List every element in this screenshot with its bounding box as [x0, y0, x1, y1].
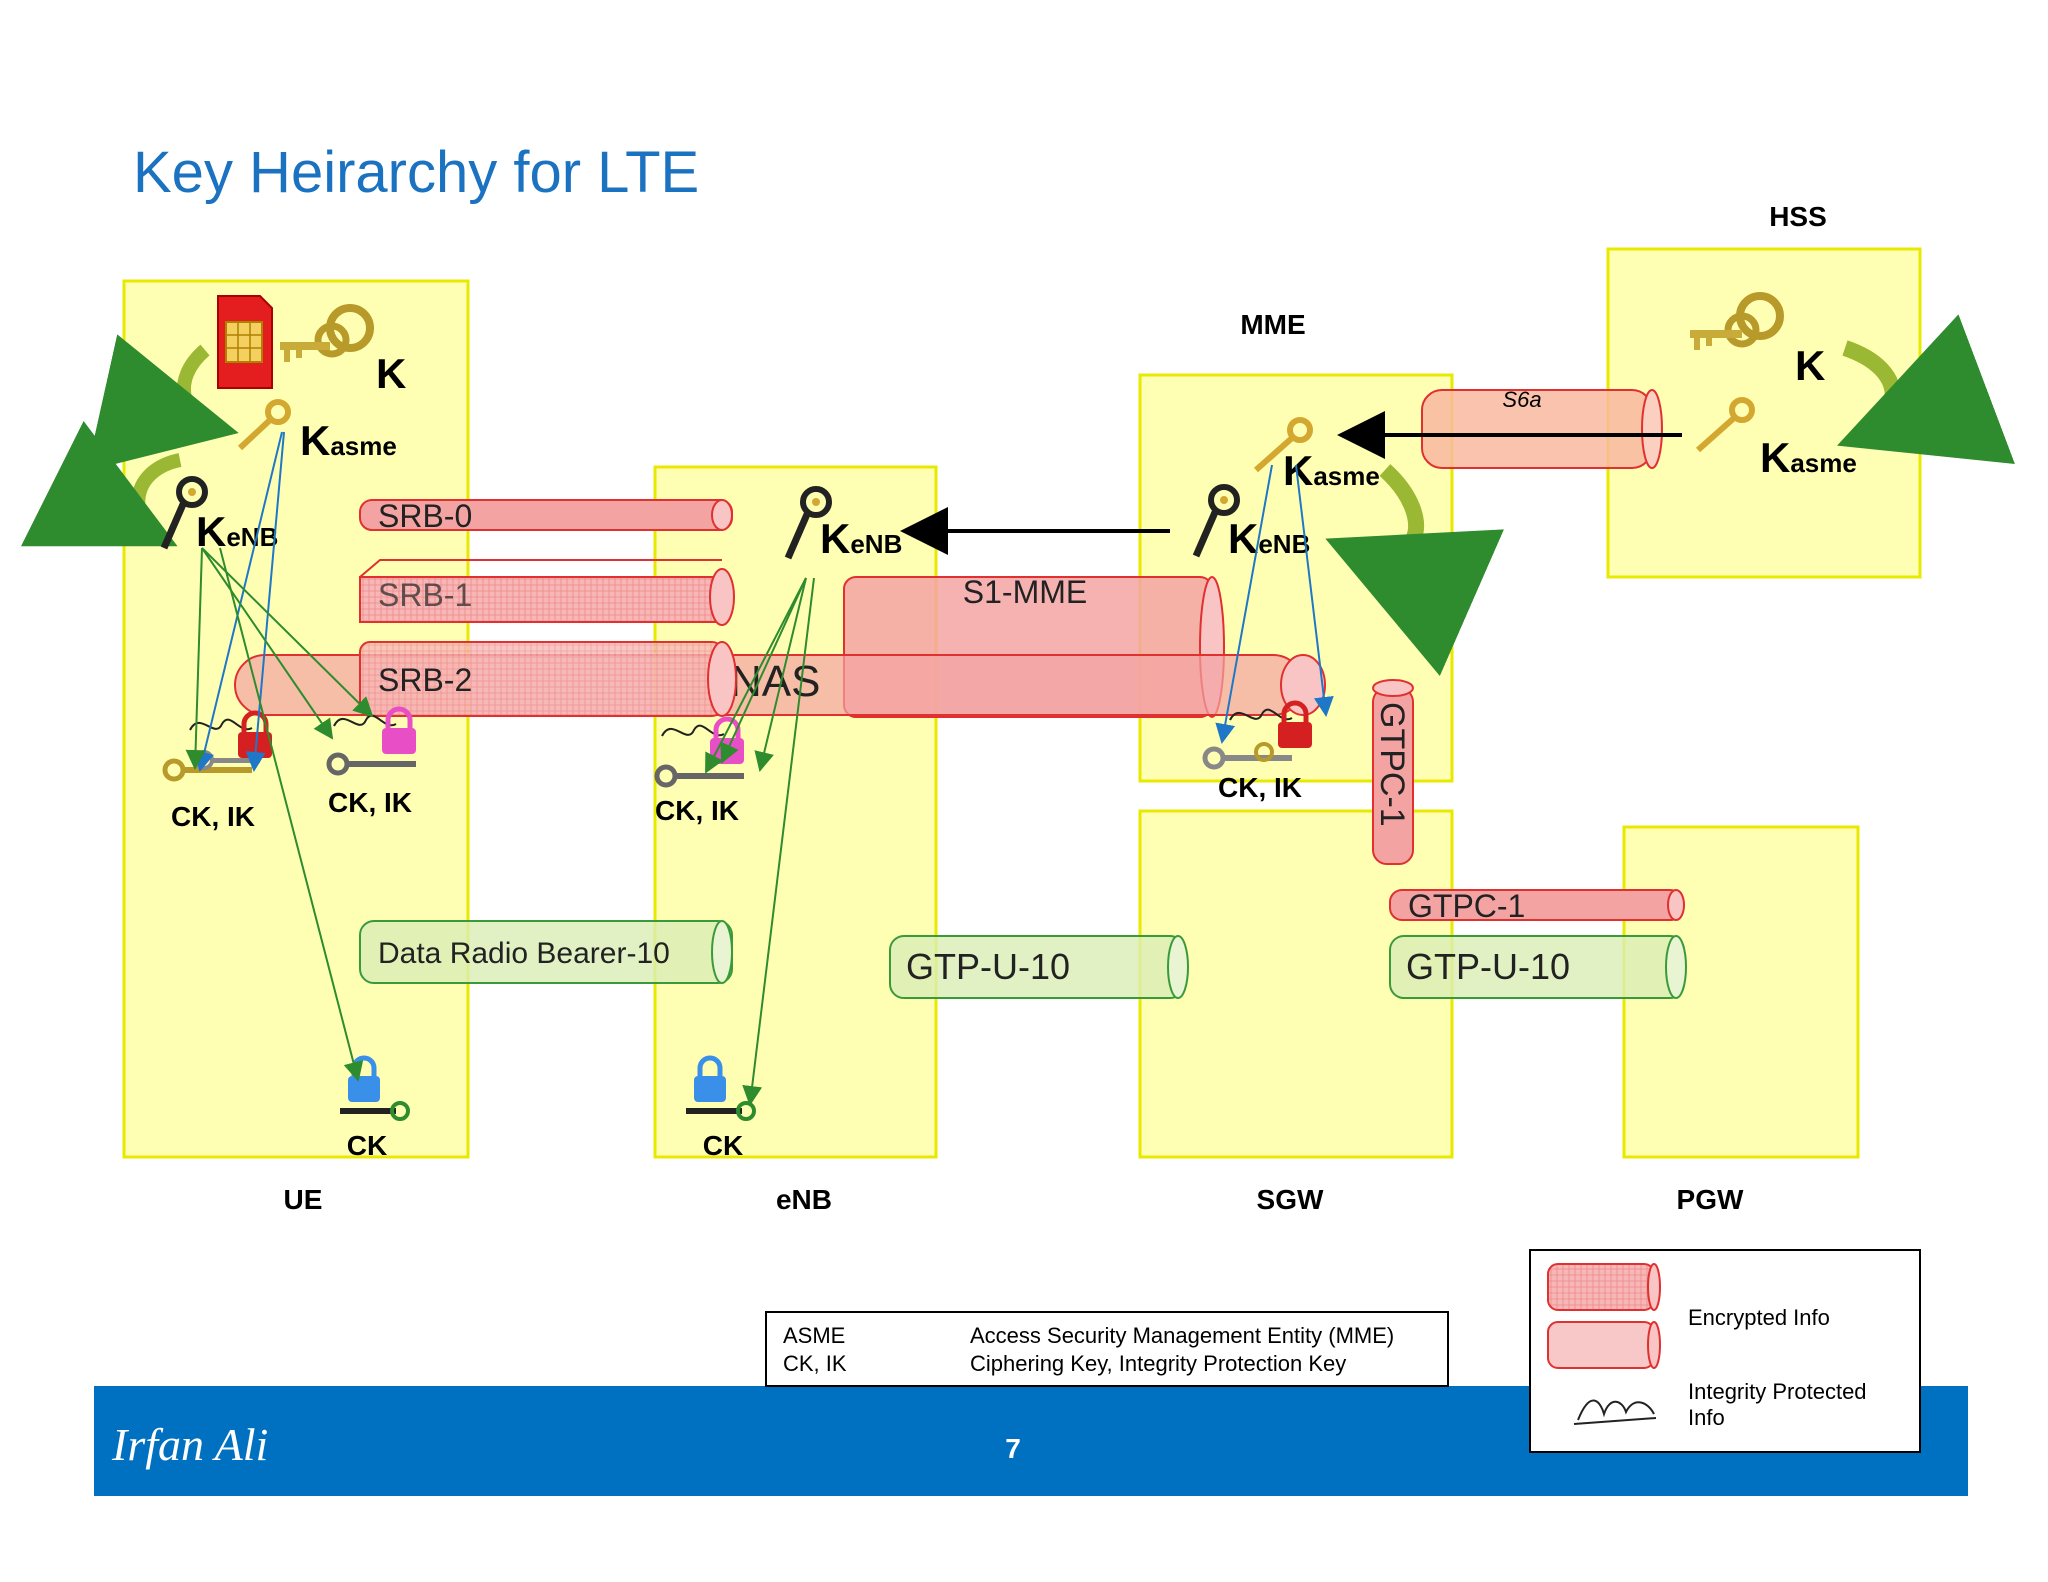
ck-lock-icon [340, 1055, 410, 1121]
green-derive-arrow-icon [754, 577, 807, 772]
glossary-definition: Ciphering Key, Integrity Protection Key [970, 1351, 1346, 1376]
page-number: 7 [1005, 1433, 1021, 1464]
gold-key-icon [280, 304, 374, 362]
srb2-label: SRB-2 [378, 662, 472, 698]
ck-ik-lock-icon [1202, 700, 1312, 770]
enb-ck-ik-label: CK, IK [655, 795, 739, 826]
kenb-key-icon [1192, 484, 1240, 558]
ck-lock-icon [686, 1055, 756, 1121]
ue-label: UE [284, 1184, 323, 1215]
s1-mme-label: S1-MME [963, 574, 1087, 610]
legend-plain-swatch [1547, 1321, 1661, 1369]
mme-ck-ik-label: CK, IK [1218, 772, 1302, 803]
kasme-key-icon [1696, 397, 1755, 453]
green-derive-arrow-icon [219, 547, 364, 1082]
kasme-key-icon [237, 399, 291, 451]
srb1-tunnel: SRB-1 [359, 559, 735, 626]
derive-arrow-icon [1837, 314, 2015, 464]
legend-integrity-label-2: Info [1688, 1405, 1725, 1430]
blue-derive-arrow-icon [1295, 464, 1334, 717]
derive-arrow-icon [1325, 464, 1504, 676]
gold-key-icon [1690, 292, 1784, 350]
gtpu10-sgw-label: GTP-U-10 [1406, 946, 1570, 987]
legend-integrity-label: Integrity Protected [1688, 1379, 1867, 1404]
derive-arrow-icon [86, 334, 239, 471]
gtpu10-enb-tunnel: GTP-U-10 [889, 935, 1189, 999]
pgw-label: PGW [1677, 1184, 1744, 1215]
glossary-term: CK, IK [783, 1351, 847, 1376]
enb-kenb-label: KeNB [820, 515, 902, 562]
gtpu10-enb-label: GTP-U-10 [906, 946, 1070, 987]
s6a-tunnel: S6a [1421, 387, 1663, 469]
blue-derive-arrow-icon [1215, 464, 1273, 744]
green-derive-arrow-icon [742, 577, 815, 1106]
ue-k-label: K [376, 350, 406, 397]
hss-kasme-label: Kasme [1760, 434, 1857, 481]
glossary-definition: Access Security Management Entity (MME) [970, 1323, 1394, 1348]
gtpc1-vertical-tunnel: GTPC-1 [1372, 679, 1414, 865]
glossary-term: ASME [783, 1323, 845, 1348]
glossary-box: ASME Access Security Management Entity (… [765, 1311, 1449, 1387]
page-title: Key Heirarchy for LTE [133, 140, 699, 205]
sgw-label: SGW [1257, 1184, 1324, 1215]
gtpu10-sgw-tunnel: GTP-U-10 [1389, 935, 1687, 999]
s6a-label: S6a [1502, 387, 1541, 412]
enb-ck-label: CK [703, 1130, 743, 1161]
legend-box: Encrypted Info Integrity Protected Info [1529, 1249, 1921, 1453]
gtpc1-vertical-label: GTPC-1 [1373, 702, 1411, 827]
kenb-key-icon [160, 476, 208, 550]
enb-label: eNB [776, 1184, 832, 1215]
hss-k-label: K [1795, 342, 1825, 389]
sim-card-icon [217, 295, 273, 389]
gtpc1-tunnel: GTPC-1 [1389, 888, 1685, 924]
kasme-key-icon [1254, 417, 1313, 473]
mme-kenb-label: KeNB [1228, 515, 1310, 562]
srb0-label: SRB-0 [378, 498, 472, 534]
derive-arrow-icon [20, 420, 182, 547]
ue-kenb-label: KeNB [196, 508, 278, 555]
ue-kasme-label: Kasme [300, 417, 397, 464]
kenb-key-icon [784, 486, 832, 560]
ue-ck-ik-label-2: CK, IK [328, 787, 412, 818]
drb10-label: Data Radio Bearer-10 [378, 937, 670, 970]
mme-label: MME [1240, 309, 1305, 340]
footer-author: Irfan Ali [111, 1419, 268, 1470]
gtpc1-label: GTPC-1 [1408, 888, 1525, 924]
ue-ck-ik-label: CK, IK [171, 801, 255, 832]
legend-encrypted-swatch [1547, 1263, 1661, 1311]
green-derive-arrow-icon [201, 547, 374, 718]
blue-derive-arrow-icon [245, 431, 285, 772]
srb1-label: SRB-1 [378, 577, 472, 613]
ck-ik-lock-icon [326, 706, 416, 776]
green-derive-arrow-icon [705, 577, 807, 774]
legend-encrypted-label: Encrypted Info [1688, 1305, 1830, 1330]
green-derive-arrow-icon [720, 577, 807, 764]
green-derive-arrow-icon [185, 547, 206, 770]
hss-label: HSS [1769, 201, 1827, 232]
signature-icon [1573, 1399, 1657, 1425]
ue-ck-label: CK [347, 1130, 387, 1161]
green-derive-arrow-icon [201, 547, 334, 740]
ue-box [122, 279, 470, 1159]
srb2-tunnel: SRB-2 [359, 641, 737, 717]
srb0-tunnel: SRB-0 [359, 498, 733, 534]
drb10-tunnel: Data Radio Bearer-10 [359, 920, 733, 984]
blue-derive-arrow-icon [194, 431, 283, 772]
